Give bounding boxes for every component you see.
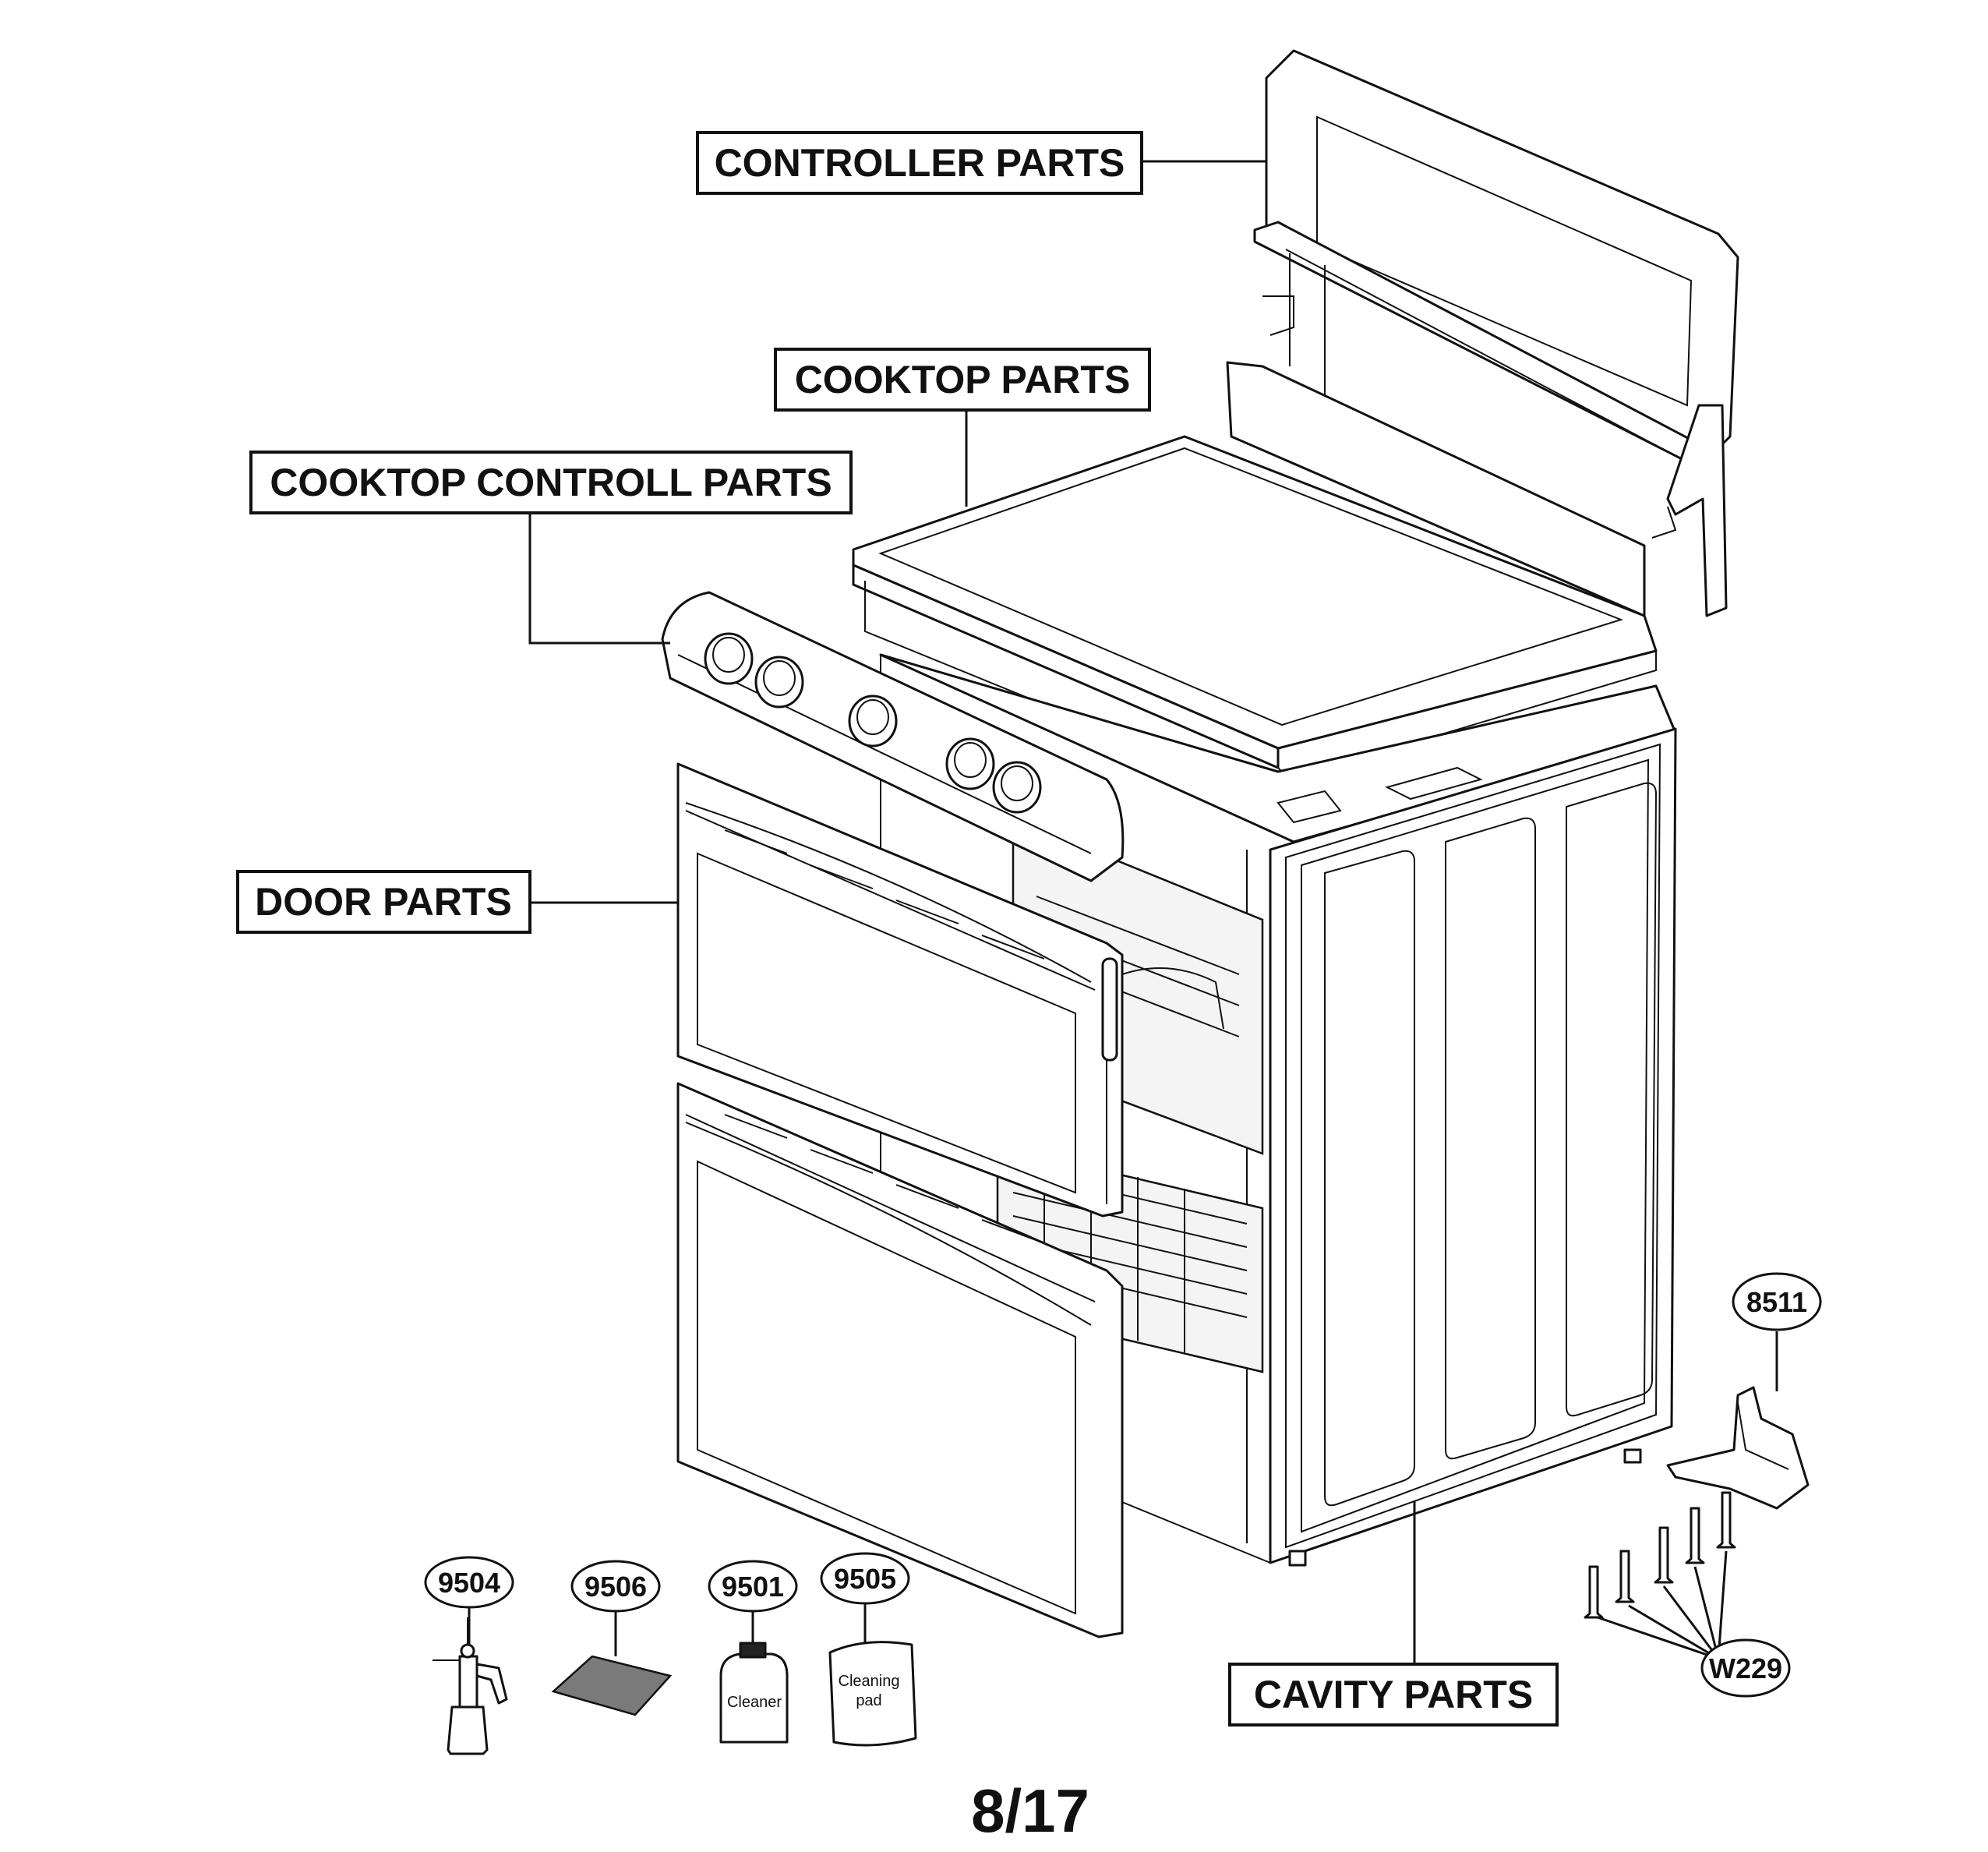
upper-door-drawing — [676, 762, 1124, 1218]
callout-8511: 8511 — [1732, 1272, 1822, 1331]
callout-9501-text: 9501 — [722, 1571, 784, 1603]
knob-icon — [992, 761, 1042, 814]
leader-lines — [468, 160, 1778, 1664]
cleaning-pad-text-line1: Cleaning — [839, 1673, 900, 1690]
controller-backguard-drawing — [1253, 49, 1739, 617]
label-door-parts-text: DOOR PARTS — [255, 880, 512, 924]
callout-9506: 9506 — [570, 1560, 661, 1613]
sprayer-bottle-drawing — [433, 1617, 508, 1755]
lower-door-drawing — [676, 1082, 1124, 1638]
callout-9504: 9504 — [424, 1556, 514, 1609]
knob-icon — [848, 694, 898, 748]
label-cooktop-control-parts: COOKTOP CONTROLL PARTS — [249, 451, 853, 514]
label-cooktop-control-parts-text: COOKTOP CONTROLL PARTS — [270, 461, 832, 504]
callout-9506-text: 9506 — [584, 1571, 647, 1603]
anti-tip-bracket-drawing — [1666, 1386, 1810, 1510]
callout-9505-text: 9505 — [834, 1563, 896, 1595]
label-cooktop-parts-text: COOKTOP PARTS — [795, 358, 1131, 401]
knob-icon — [945, 737, 995, 790]
callout-9501: 9501 — [708, 1560, 798, 1613]
label-controller-parts-text: CONTROLLER PARTS — [715, 141, 1125, 185]
cleaner-bottle-text: Cleaner — [727, 1694, 782, 1711]
label-cavity-parts-text: CAVITY PARTS — [1254, 1673, 1533, 1716]
label-cavity-parts: CAVITY PARTS — [1228, 1663, 1559, 1727]
cleaning-pad-pouch-drawing: Cleaning pad — [828, 1602, 917, 1747]
cooktop-control-panel-drawing — [661, 591, 1125, 882]
cooktop-drawing — [852, 361, 1658, 789]
cleaning-pad-text-line2: pad — [856, 1692, 881, 1709]
scrub-pad-drawing — [551, 1655, 673, 1716]
callout-w229-text: W229 — [1709, 1652, 1782, 1684]
callout-9504-text: 9504 — [438, 1567, 500, 1599]
label-cooktop-parts: COOKTOP PARTS — [774, 348, 1151, 412]
callout-w229: W229 — [1700, 1638, 1791, 1698]
label-controller-parts: CONTROLLER PARTS — [696, 131, 1143, 195]
knob-icon — [754, 656, 804, 709]
label-door-parts: DOOR PARTS — [236, 870, 531, 934]
callout-9505: 9505 — [820, 1552, 910, 1605]
knob-icon — [704, 632, 754, 685]
cleaner-bottle-drawing: Cleaner — [719, 1617, 789, 1744]
callout-8511-text: 8511 — [1746, 1286, 1807, 1318]
page-number: 8/17 — [971, 1776, 1089, 1845]
screws-drawing — [1584, 1491, 1736, 1619]
